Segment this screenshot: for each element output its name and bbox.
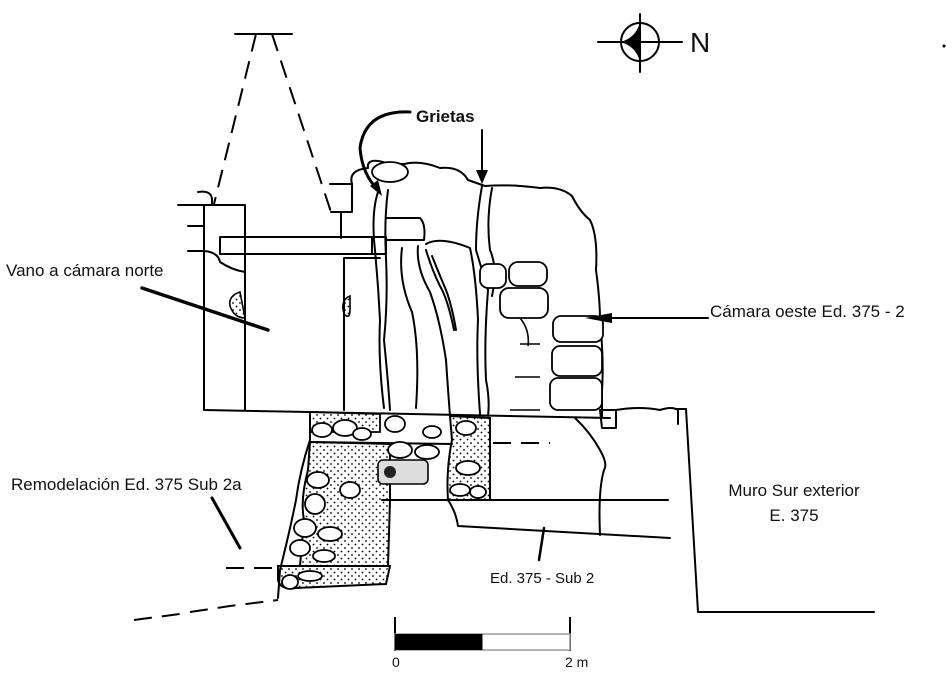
- north-label: N: [690, 27, 710, 58]
- south-wall: [447, 407, 875, 613]
- vano-label: Vano a cámara norte: [6, 261, 164, 280]
- muro-sur-label-2: E. 375: [769, 506, 818, 525]
- sub2-label: Ed. 375 - Sub 2: [490, 570, 594, 587]
- vano-leader: [140, 286, 270, 332]
- edge-mark: [942, 44, 946, 48]
- remodelacion-label: Remodelación Ed. 375 Sub 2a: [11, 475, 242, 494]
- grietas-label: Grietas: [416, 107, 475, 126]
- camara-oeste-label: Cámara oeste Ed. 375 - 2: [710, 302, 905, 321]
- lintel-beam: [219, 236, 373, 255]
- scale-bar: [394, 617, 571, 651]
- vault-projection: [213, 33, 332, 213]
- crack-arrows: [358, 110, 488, 196]
- scale-bar-filled-segment: [395, 634, 483, 650]
- camara-oeste-arrow: [585, 313, 709, 323]
- muro-sur-label-1: Muro Sur exterior: [728, 481, 860, 500]
- scale-end-label: 2 m: [565, 654, 588, 670]
- north-arrow-icon: [597, 13, 683, 73]
- dashed-reference-lines: [133, 442, 550, 621]
- datum-marker: [377, 459, 429, 485]
- remodelacion-leader: [210, 496, 242, 550]
- scale-start-label: 0: [392, 654, 400, 670]
- west-chamber-masonry: [350, 159, 604, 419]
- sub2-leader: [537, 526, 546, 562]
- rubble-fill: [277, 411, 669, 599]
